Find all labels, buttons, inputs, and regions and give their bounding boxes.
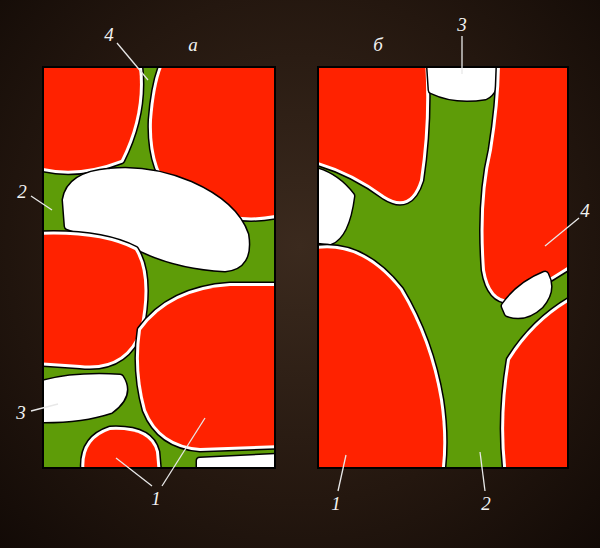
particle-outline xyxy=(318,170,351,241)
callout-number: 4 xyxy=(104,25,114,44)
callout-number: 4 xyxy=(580,201,590,220)
soil-particle xyxy=(43,67,140,171)
particle-outline xyxy=(484,67,568,300)
particle-outline xyxy=(430,67,496,98)
particle-outline xyxy=(430,67,496,98)
particle-outline xyxy=(200,457,275,468)
soil-particle xyxy=(504,298,568,468)
particle-outline xyxy=(43,377,124,419)
particle-outline xyxy=(43,67,140,171)
pore-air xyxy=(505,275,548,315)
particle-outline xyxy=(43,67,140,171)
particle-outline xyxy=(43,377,124,419)
particle-outline xyxy=(505,275,548,315)
particle-outline xyxy=(484,67,568,300)
particle-outline xyxy=(504,298,568,468)
particle-outline xyxy=(484,67,568,300)
panel-letter: б xyxy=(373,35,383,54)
callout-number: 3 xyxy=(457,15,467,34)
particle-outline xyxy=(43,67,140,171)
particle-outline xyxy=(318,248,443,468)
particle-outline xyxy=(318,248,443,468)
particle-outline xyxy=(430,67,496,98)
pore-air xyxy=(43,377,124,419)
particle-outline xyxy=(505,275,548,315)
leader-lines xyxy=(31,36,579,491)
particle-outline xyxy=(318,248,443,468)
particle-outline xyxy=(43,235,144,366)
soil-particle xyxy=(484,67,568,300)
callout-number: 2 xyxy=(481,494,491,513)
particle-outline xyxy=(505,275,548,315)
pore-air xyxy=(200,457,275,468)
particle-outline xyxy=(139,286,275,448)
callout-number: 3 xyxy=(16,403,26,422)
particle-outline xyxy=(43,377,124,419)
panel-a xyxy=(43,67,275,468)
pore-air xyxy=(430,67,496,98)
particle-outline xyxy=(318,170,351,241)
callout-number: 1 xyxy=(151,489,161,508)
soil-particle xyxy=(139,286,275,448)
pore-air xyxy=(318,170,351,241)
panel-b xyxy=(318,67,568,468)
soil-particle xyxy=(318,248,443,468)
particle-outline xyxy=(43,235,144,366)
particle-outline xyxy=(504,298,568,468)
panel-letter: а xyxy=(188,35,198,54)
particle-outline xyxy=(43,235,144,366)
particle-outline xyxy=(318,170,351,241)
particle-outline xyxy=(139,286,275,448)
particle-outline xyxy=(504,298,568,468)
particle-outline xyxy=(200,457,275,468)
soil-particle xyxy=(43,235,144,366)
particle-outline xyxy=(200,457,275,468)
callout-number: 2 xyxy=(17,182,27,201)
callout-number: 1 xyxy=(331,494,341,513)
particle-outline xyxy=(139,286,275,448)
